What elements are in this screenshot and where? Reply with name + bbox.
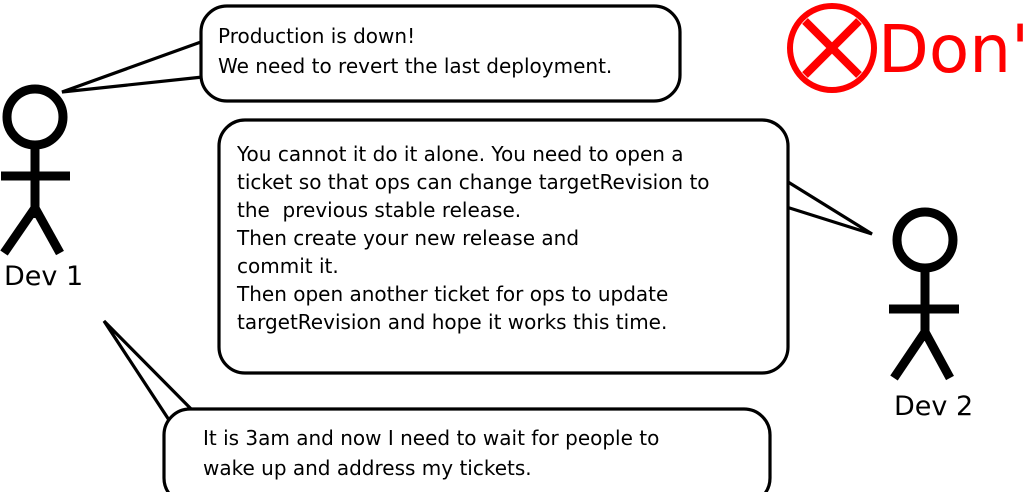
speech-bubble-3-line-1: It is 3am and now I need to wait for peo… xyxy=(203,426,659,450)
dont-label: Don't xyxy=(878,11,1024,88)
speech-bubble-1-line-2: We need to revert the last deployment. xyxy=(218,54,612,78)
speech-bubble-2-line-6: Then open another ticket for ops to upda… xyxy=(236,282,668,306)
dev1-head-icon xyxy=(2,84,68,150)
speech-bubble-2-line-3: the previous stable release. xyxy=(237,198,521,222)
speech-bubble-3-line-2: wake up and address my tickets. xyxy=(203,456,532,480)
speech-bubble-2-line-2: ticket so that ops can change targetRevi… xyxy=(237,170,710,194)
dev2-head-icon xyxy=(892,207,958,273)
stick-figure-dev2 xyxy=(889,207,959,381)
speech-bubble-3 xyxy=(162,407,772,492)
dev2-leg-right xyxy=(921,329,954,381)
speech-bubble-1-line-1: Production is down! xyxy=(218,24,415,48)
dev2-label: Dev 2 xyxy=(894,391,973,422)
speech-bubble-2-line-4: Then create your new release and xyxy=(236,226,579,250)
dev1-label: Dev 1 xyxy=(4,261,83,292)
speech-bubble-2-line-5: commit it. xyxy=(237,254,339,278)
speech-bubble-2-line-1: You cannot it do it alone. You need to o… xyxy=(236,142,684,166)
speech-tail-bubble-2 xyxy=(778,174,873,236)
dev1-leg-right xyxy=(31,205,64,256)
dont-circle-outline xyxy=(787,3,877,93)
stick-figure-dev1 xyxy=(0,84,70,256)
dont-x-stroke-2 xyxy=(802,18,862,78)
speech-bubble-1 xyxy=(199,4,682,103)
speech-tail-bubble-1 xyxy=(61,35,214,94)
speech-bubble-2 xyxy=(217,118,790,375)
circle-x-icon xyxy=(787,3,877,93)
speech-bubble-2-line-7: targetRevision and hope it works this ti… xyxy=(237,310,667,334)
dev2-leg-left xyxy=(890,329,929,381)
dev1-leg-left xyxy=(0,205,39,256)
